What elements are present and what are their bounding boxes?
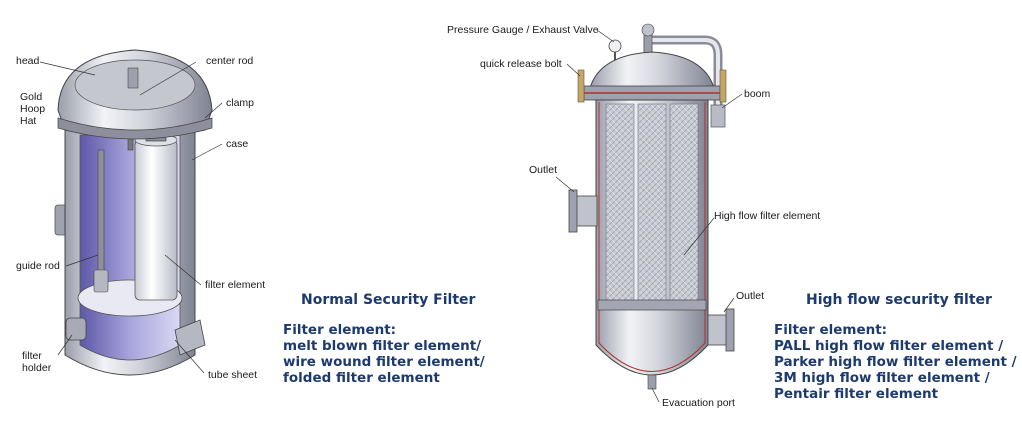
element-heading: Filter element:	[283, 322, 485, 338]
callout-filter-holder: filter holder	[22, 350, 51, 374]
element-item: Pentair filter element	[774, 386, 1017, 402]
callout-tube-sheet: tube sheet	[208, 369, 257, 381]
element-item: wire wound filter element/	[283, 354, 485, 370]
callout-guide-rod: guide rod	[16, 260, 60, 272]
element-item: 3M high flow filter element /	[774, 370, 1017, 386]
callout-outlet-right: Outlet	[736, 290, 764, 302]
high-flow-filter-title: High flow security filter	[806, 292, 992, 308]
element-item: Parker high flow filter element /	[774, 354, 1017, 370]
callout-outlet-left: Outlet	[529, 164, 557, 176]
callout-center-rod: center rod	[206, 55, 253, 67]
element-item: melt blown filter element/	[283, 338, 485, 354]
high-flow-element-list: Filter element: PALL high flow filter el…	[774, 322, 1017, 402]
normal-filter-title: Normal Security Filter	[301, 292, 475, 308]
callout-boom: boom	[744, 88, 770, 100]
element-item: folded filter element	[283, 370, 485, 386]
callout-quick-release-bolt: quick release bolt	[480, 58, 562, 70]
callout-evacuation-port: Evacuation port	[662, 397, 735, 409]
normal-filter-element-list: Filter element: melt blown filter elemen…	[283, 322, 485, 386]
callout-clamp: clamp	[226, 97, 254, 109]
callout-high-flow-element: High flow filter element	[714, 210, 820, 222]
element-heading: Filter element:	[774, 322, 1017, 338]
normal-filter-drawing	[40, 50, 222, 375]
callout-case: case	[226, 138, 248, 150]
callout-filter-element: filter element	[205, 279, 265, 291]
callout-pressure-gauge: Pressure Gauge / Exhaust Valve	[447, 24, 599, 36]
element-item: PALL high flow filter element /	[774, 338, 1017, 354]
callout-head: head	[16, 55, 39, 67]
callout-gold-hoop-hat: Gold Hoop Hat	[20, 91, 45, 127]
